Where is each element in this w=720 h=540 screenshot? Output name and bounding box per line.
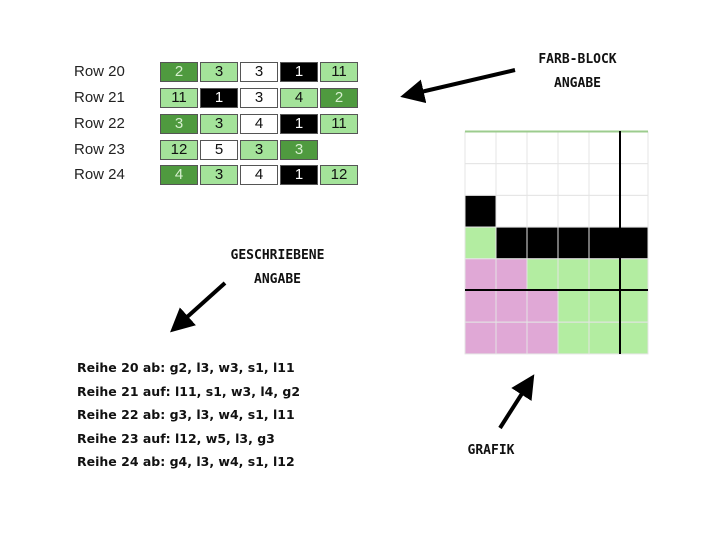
grid-cell [588,194,621,228]
grid-cell [464,194,497,228]
row-label: Row 23 [74,141,125,158]
grid-cell [526,194,559,228]
grid-cell [557,226,590,260]
grid-cell [464,258,497,291]
grid-cell [619,258,649,291]
grid-cell [464,131,497,165]
grid-cell [557,290,590,323]
row-label: Row 21 [74,89,125,106]
grid-cell [464,290,497,323]
grid-cell [526,163,559,196]
arrow-to-farb-block [400,68,516,104]
grafik-grid [464,130,649,355]
grid-cell [619,131,649,165]
color-block: 4 [240,165,278,185]
color-block: 11 [160,88,198,108]
grid-cell [495,290,528,323]
row-label: Row 24 [74,166,125,183]
grid-cell [619,194,649,228]
grid-cell [495,163,528,196]
row-label: Row 20 [74,63,125,80]
color-block: 3 [160,114,198,134]
grid-cell [557,131,590,165]
grid-cell [526,258,559,291]
grid-cell [464,321,497,355]
farb-block-label-line2: ANGABE [554,76,601,91]
color-block: 3 [240,62,278,82]
color-block: 2 [160,62,198,82]
grid-cell [588,226,621,260]
grid-cell [557,321,590,355]
color-block: 1 [280,62,318,82]
written-line: Reihe 24 ab: g4, l3, w4, s1, l12 [77,454,295,469]
grid-cell [526,321,559,355]
color-block: 3 [280,140,318,160]
grid-cell [588,163,621,196]
geschriebene-label-line1: GESCHRIEBENE [230,248,325,263]
written-line: Reihe 23 auf: l12, w5, l3, g3 [77,430,275,446]
grid-cell [526,226,559,260]
color-block: 1 [280,165,318,185]
grid-cell [619,321,649,355]
grid-cell [588,290,621,323]
written-line: Reihe 21 auf: l11, s1, w3, l4, g2 [77,383,301,399]
color-block: 3 [200,114,238,134]
geschriebene-label: GESCHRIEBENE ANGABE [210,244,345,292]
color-block: 3 [240,140,278,160]
color-block: 1 [280,114,318,134]
color-block: 4 [280,88,318,108]
grid-cell [557,194,590,228]
grid-cell [495,226,528,260]
color-block: 12 [160,140,198,160]
grid-cell [619,290,649,323]
written-instructions: Reihe 20 ab: g2, l3, w3, s1, l11 Reihe 2… [77,356,300,474]
grid-cell [495,321,528,355]
grid-cell [526,131,559,165]
arrow-to-grafik [498,374,535,430]
color-block: 5 [200,140,238,160]
color-block: 3 [200,165,238,185]
grid-cell [588,258,621,291]
grid-cell [464,226,497,260]
grid-cell [557,258,590,291]
farb-block-label-line1: FARB-BLOCK [538,52,617,67]
grid-cell [526,290,559,323]
color-block: 2 [320,88,358,108]
grid-cell [495,194,528,228]
grid-cell [588,321,621,355]
color-block: 11 [320,62,358,82]
row-label: Row 22 [74,115,125,132]
grafik-label: GRAFIK [467,443,515,458]
grid-cell [495,258,528,291]
color-block: 3 [240,88,278,108]
grid-cell [619,163,649,196]
color-block: 1 [200,88,238,108]
color-block: 3 [200,62,238,82]
written-line: Reihe 20 ab: g2, l3, w3, s1, l11 [77,360,295,375]
grid-cell [464,163,497,196]
grid-cell [619,226,649,260]
grid-cell [557,163,590,196]
grid-cell [495,131,528,165]
arrow-to-written [170,281,227,333]
color-block: 12 [320,165,358,185]
color-block: 4 [240,114,278,134]
geschriebene-label-line2: ANGABE [254,272,301,287]
farb-block-label: FARB-BLOCK ANGABE [520,48,635,96]
color-block: 11 [320,114,358,134]
grid-cell [588,131,621,165]
written-line: Reihe 22 ab: g3, l3, w4, s1, l11 [77,407,295,422]
color-block: 4 [160,165,198,185]
